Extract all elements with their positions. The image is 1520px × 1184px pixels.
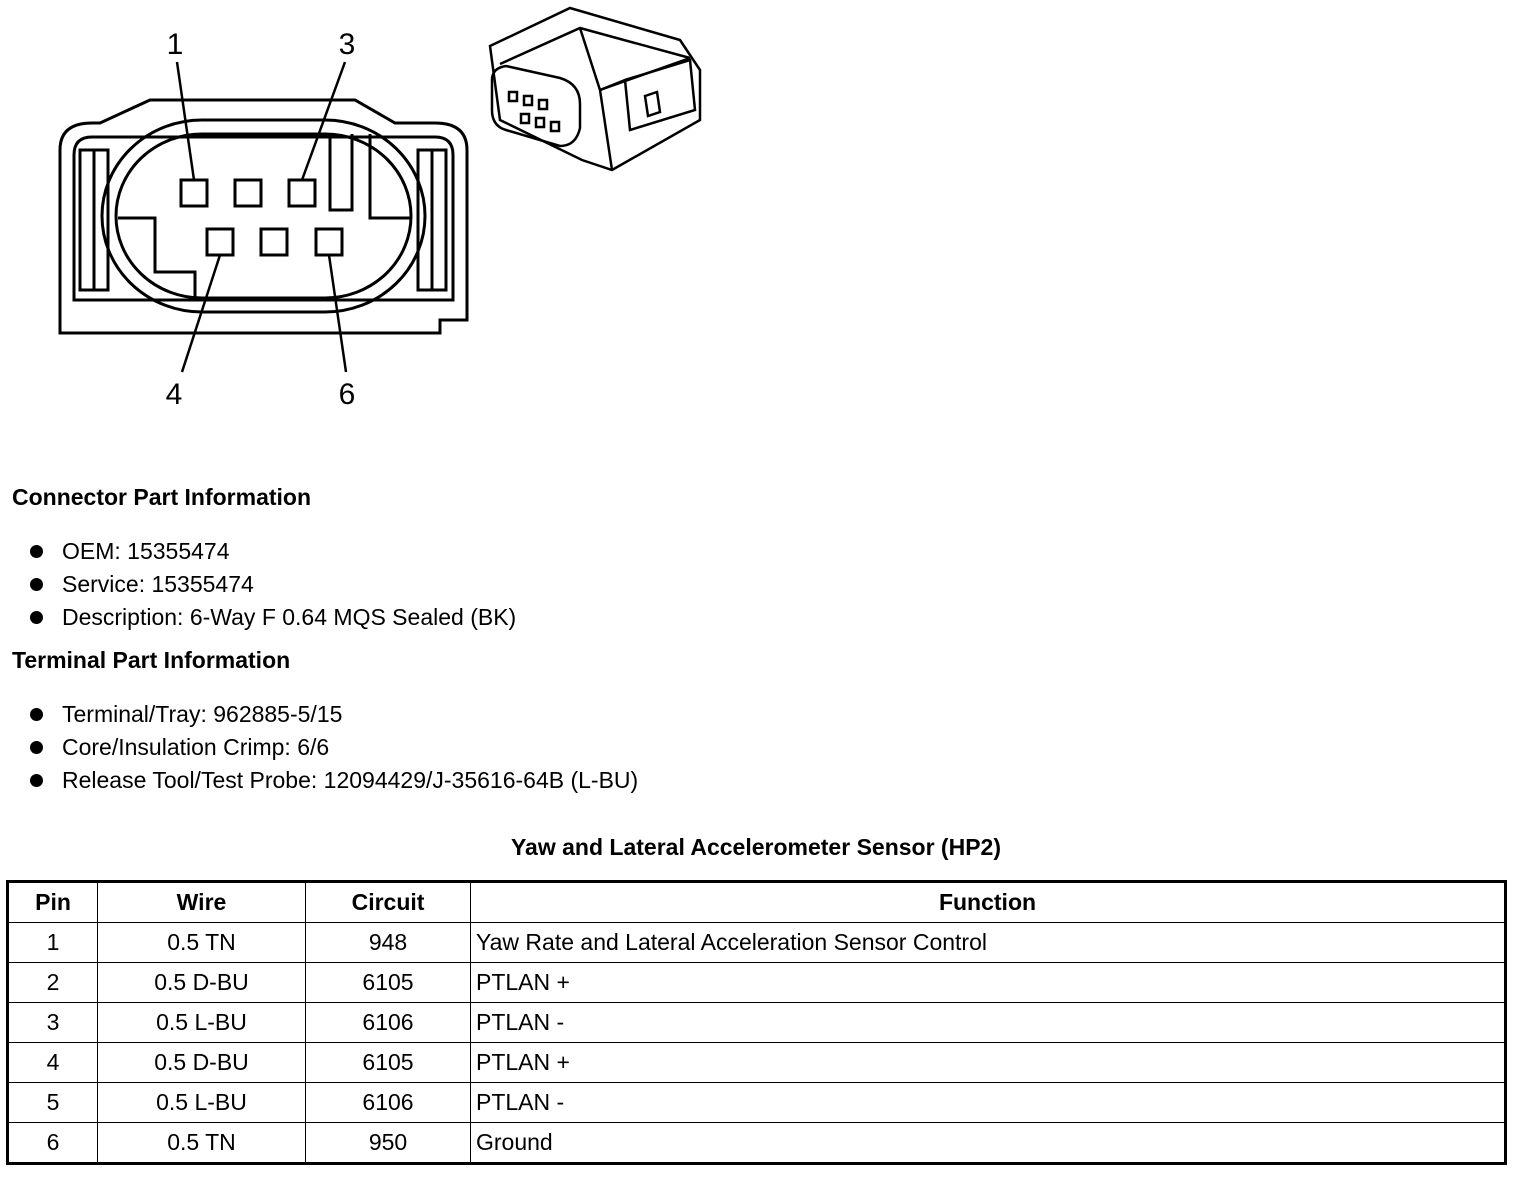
- pin-label: 1: [167, 28, 184, 61]
- cell-circuit: 950: [305, 1122, 471, 1164]
- table-title: Yaw and Lateral Accelerometer Sensor (HP…: [510, 834, 1001, 860]
- table-row: 5 0.5 L-BU 6106 PTLAN -: [7, 1082, 1506, 1123]
- cell-circuit: 6106: [305, 1002, 471, 1043]
- pin-cavity: [287, 178, 317, 208]
- connector-housing-outline: [58, 98, 469, 335]
- cell-wire: 0.5 TN: [97, 922, 306, 963]
- pin-label: 6: [339, 378, 356, 411]
- list-item: Release Tool/Test Probe: 12094429/J-3561…: [0, 764, 638, 797]
- cell-pin: 6: [7, 1122, 98, 1164]
- cell-function: PTLAN -: [470, 1082, 1506, 1123]
- pinout-table: Pin Wire Circuit Function 1 0.5 TN 948 Y…: [6, 880, 1507, 1165]
- table-row: 1 0.5 TN 948 Yaw Rate and Lateral Accele…: [7, 922, 1506, 963]
- connector-info-list: OEM: 15355474 Service: 15355474 Descript…: [0, 535, 516, 634]
- cell-circuit: 6105: [305, 962, 471, 1003]
- table-row: 3 0.5 L-BU 6106 PTLAN -: [7, 1002, 1506, 1043]
- cell-pin: 4: [7, 1042, 98, 1083]
- cell-pin: 1: [7, 922, 98, 963]
- column-header-wire: Wire: [97, 881, 306, 923]
- cell-wire: 0.5 D-BU: [97, 1042, 306, 1083]
- column-header-pin: Pin: [7, 881, 98, 923]
- terminal-info-heading: Terminal Part Information: [12, 647, 291, 673]
- connector-info-heading: Connector Part Information: [12, 484, 312, 510]
- cell-circuit: 6105: [305, 1042, 471, 1083]
- cell-pin: 5: [7, 1082, 98, 1123]
- pin-cavity: [259, 227, 289, 257]
- pin-cavity: [205, 227, 235, 257]
- cell-function: PTLAN +: [470, 1042, 1506, 1083]
- pin-cavity: [233, 178, 263, 208]
- cell-function: Ground: [470, 1122, 1506, 1164]
- cell-circuit: 948: [305, 922, 471, 963]
- pin-cavity: [179, 178, 209, 208]
- pin-label: 4: [166, 378, 183, 411]
- table-row: 6 0.5 TN 950 Ground: [7, 1122, 1506, 1164]
- cell-wire: 0.5 TN: [97, 1122, 306, 1164]
- list-item: Description: 6-Way F 0.64 MQS Sealed (BK…: [0, 601, 516, 634]
- cell-wire: 0.5 L-BU: [97, 1002, 306, 1043]
- cell-wire: 0.5 D-BU: [97, 962, 306, 1003]
- cell-pin: 2: [7, 962, 98, 1003]
- connector-inner-frame: [72, 135, 455, 302]
- terminal-info-list: Terminal/Tray: 962885-5/15 Core/Insulati…: [0, 698, 638, 797]
- column-header-function: Function: [470, 881, 1506, 923]
- cell-wire: 0.5 L-BU: [97, 1082, 306, 1123]
- cell-function: Yaw Rate and Lateral Acceleration Sensor…: [470, 922, 1506, 963]
- list-item: OEM: 15355474: [0, 535, 516, 568]
- list-item: Core/Insulation Crimp: 6/6: [0, 731, 638, 764]
- table-header-row: Pin Wire Circuit Function: [7, 881, 1506, 923]
- table-row: 4 0.5 D-BU 6105 PTLAN +: [7, 1042, 1506, 1083]
- connector-3d-view: [488, 6, 702, 172]
- cell-function: PTLAN +: [470, 962, 1506, 1003]
- list-item: Service: 15355474: [0, 568, 516, 601]
- cell-circuit: 6106: [305, 1082, 471, 1123]
- cell-function: PTLAN -: [470, 1002, 1506, 1043]
- connector-diagram: 1 3 4 6: [58, 6, 702, 411]
- table-row: 2 0.5 D-BU 6105 PTLAN +: [7, 962, 1506, 1003]
- connector-seal-ring: [100, 118, 427, 314]
- column-header-circuit: Circuit: [305, 881, 471, 923]
- list-item: Terminal/Tray: 962885-5/15: [0, 698, 638, 731]
- pin-label: 3: [339, 28, 356, 61]
- pin-cavity: [314, 227, 344, 257]
- cell-pin: 3: [7, 1002, 98, 1043]
